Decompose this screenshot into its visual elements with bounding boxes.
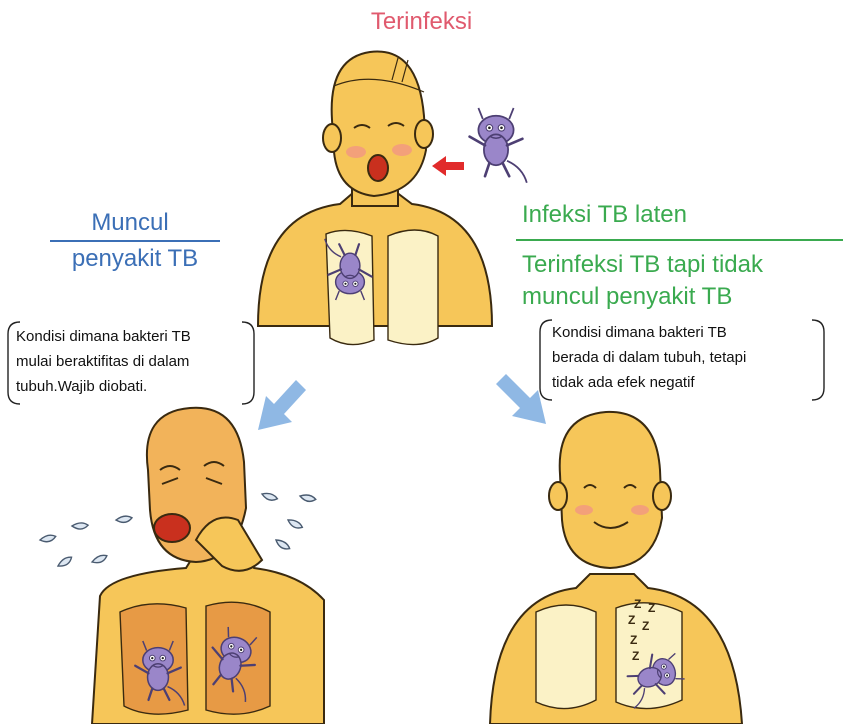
right-note-line: Kondisi dimana bakteri TB	[552, 320, 822, 345]
right-heading-line3: muncul penyakit TB	[522, 285, 732, 309]
sleep-letter: Z	[634, 597, 641, 611]
right-note-line: tidak ada efek negatif	[552, 370, 822, 395]
left-heading-line1: Muncul	[40, 211, 220, 235]
sleep-letter: Z	[630, 633, 637, 647]
left-heading-divider	[50, 240, 220, 242]
left-note-line: Kondisi dimana bakteri TB	[16, 324, 246, 349]
right-note-line: berada di dalam tubuh, tetapi	[552, 345, 822, 370]
sleep-letter: Z	[648, 601, 655, 615]
sweat-drop-icon	[274, 539, 291, 551]
blue-arrow-icon	[258, 380, 306, 430]
right-note-bracket-open	[540, 320, 552, 400]
sleep-letter: Z	[632, 649, 639, 663]
sweat-drop-icon	[39, 533, 56, 544]
sick-person	[92, 408, 324, 724]
page-title: Terinfeksi	[0, 10, 843, 34]
blue-arrow-icon	[496, 374, 546, 424]
sleep-letter: Z	[628, 613, 635, 627]
latent-person	[490, 412, 742, 724]
red-arrow-icon	[432, 156, 464, 176]
left-note-line: mulai beraktifitas di dalam	[16, 349, 246, 374]
sweat-drop-icon	[72, 522, 89, 531]
left-note-line: tubuh.Wajib diobati.	[16, 374, 246, 399]
sweat-drop-icon	[91, 553, 108, 566]
left-note: Kondisi dimana bakteri TB mulai beraktif…	[16, 324, 246, 399]
sweat-drop-icon	[116, 514, 133, 524]
right-heading-line2: Terinfeksi TB tapi tidak	[522, 253, 763, 277]
sweat-drop-icon	[261, 492, 278, 501]
sleep-letter: Z	[642, 619, 649, 633]
germ-character-icon	[470, 108, 527, 183]
right-heading-divider	[516, 239, 843, 241]
sweat-drop-icon	[286, 518, 303, 529]
top-person	[258, 52, 492, 345]
sweat-drop-icon	[57, 554, 73, 569]
right-note: Kondisi dimana bakteri TB berada di dala…	[552, 320, 822, 395]
right-heading-line1: Infeksi TB laten	[522, 203, 687, 227]
left-heading-line2: penyakit TB	[40, 247, 230, 271]
sweat-drop-icon	[300, 494, 316, 502]
